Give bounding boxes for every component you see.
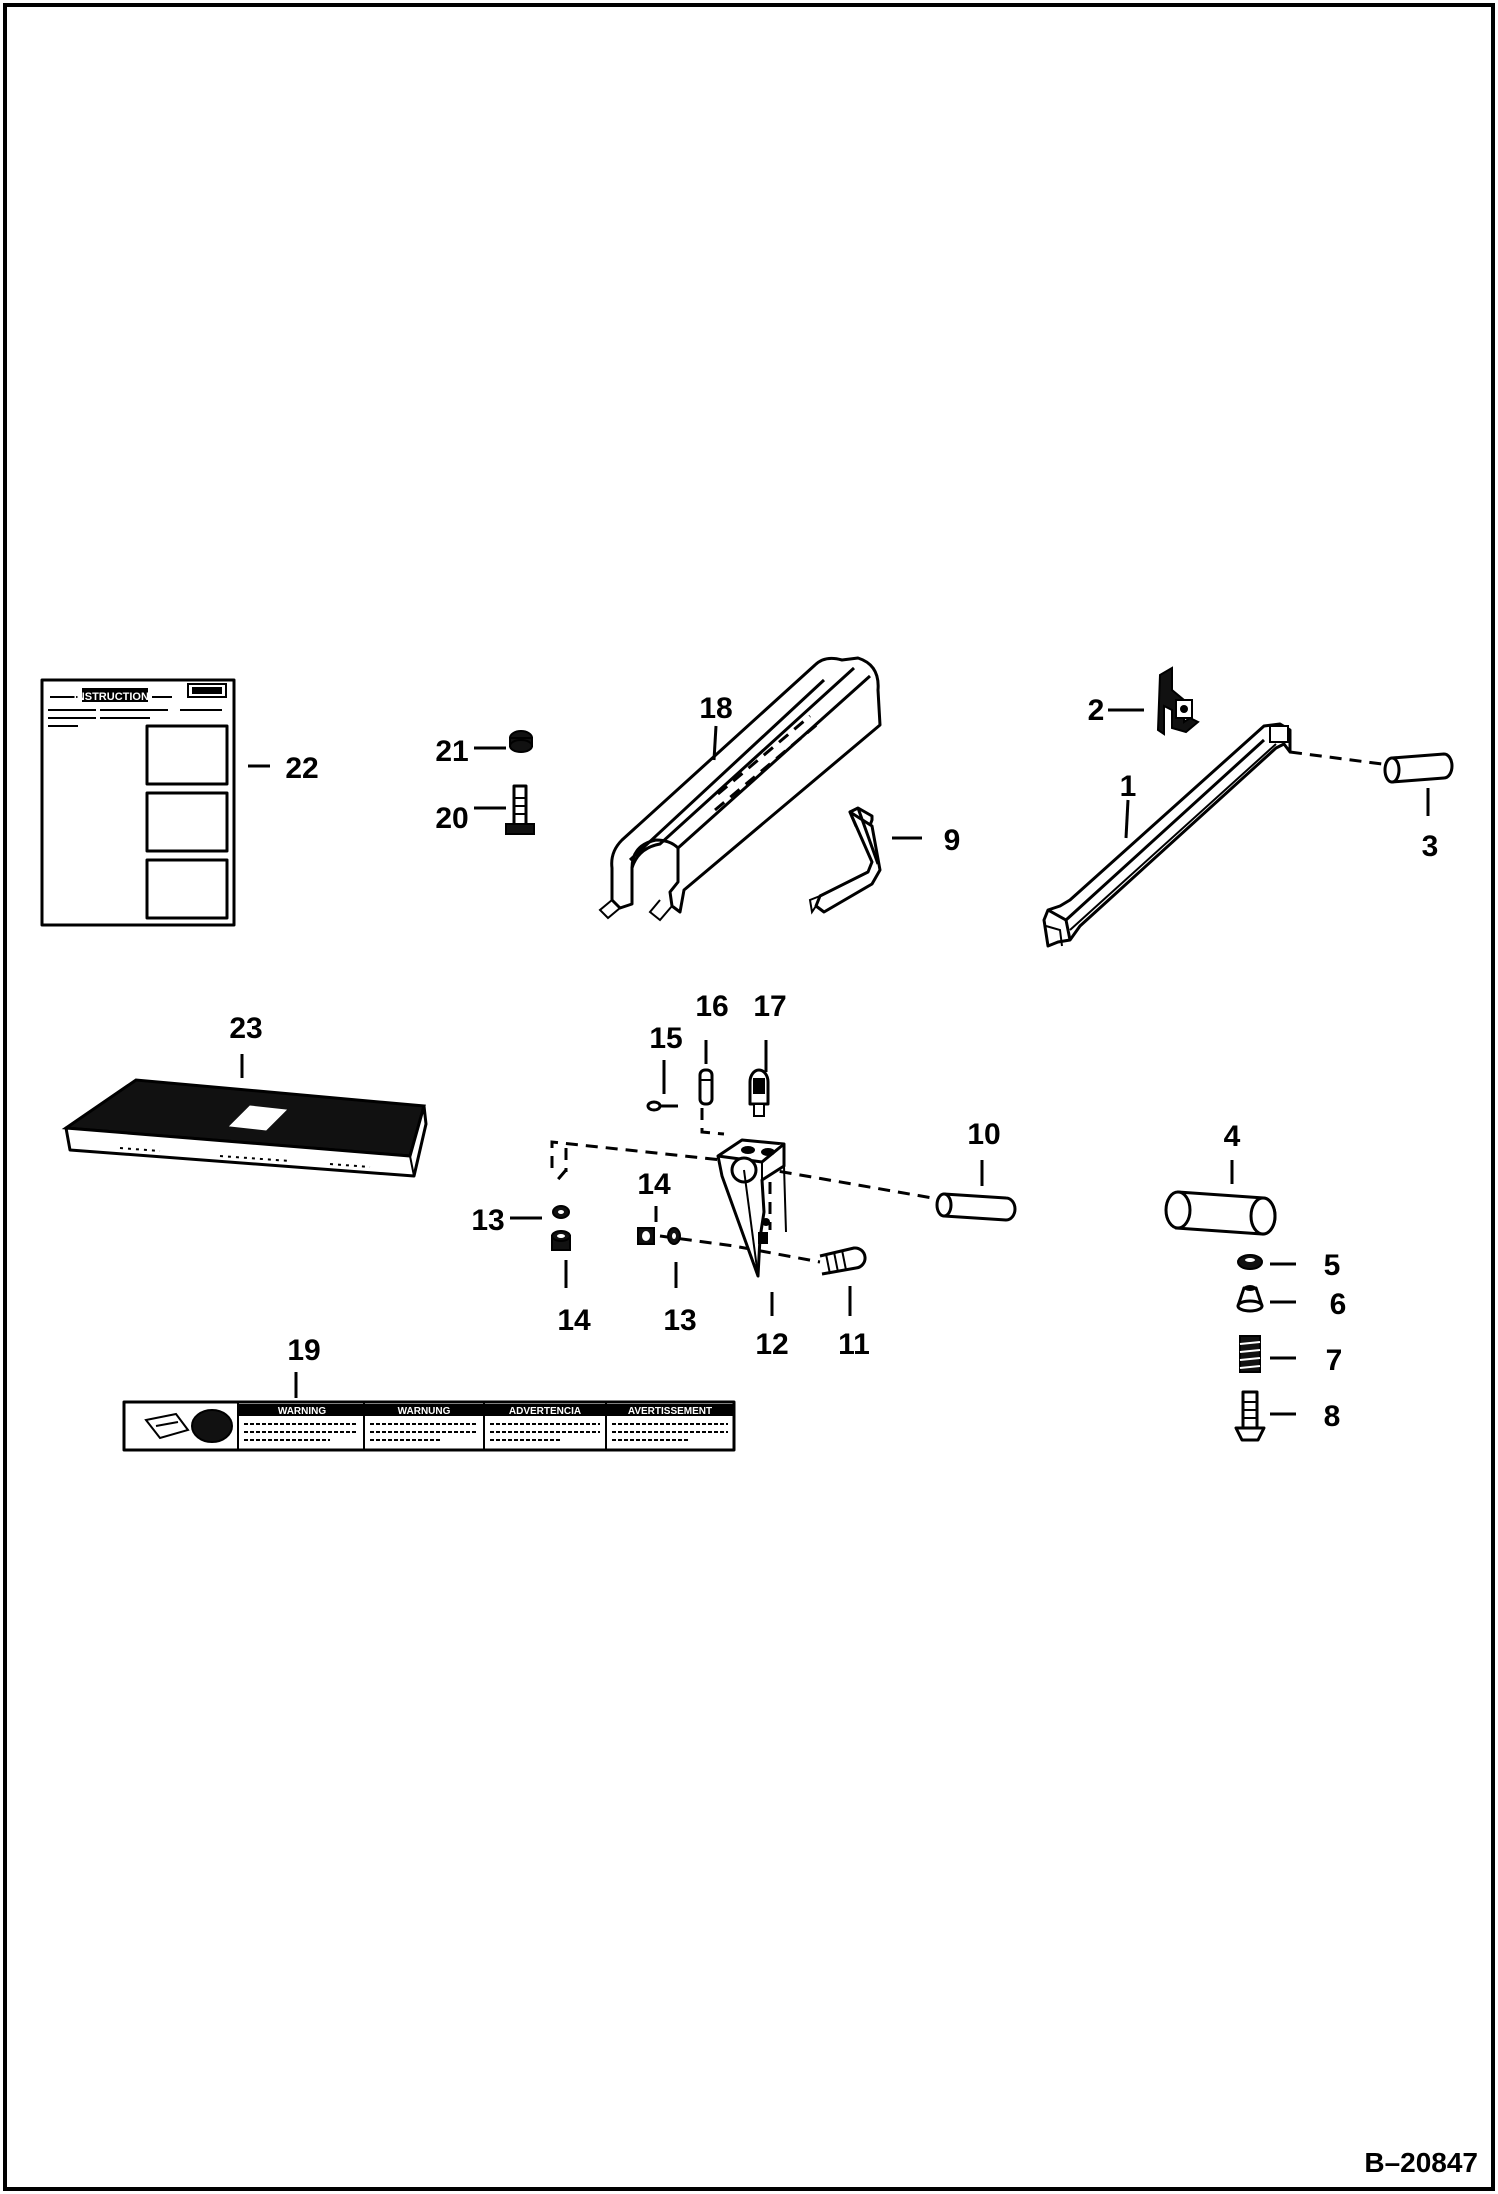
part-13-lock-washer-right <box>667 1227 681 1245</box>
part-11-u-pin <box>819 1246 867 1276</box>
part-21-washer <box>509 730 533 753</box>
part-20-bolt <box>505 784 535 835</box>
callout-17: 17 <box>753 990 786 1023</box>
callout-18: 18 <box>699 692 732 725</box>
leader-lines <box>240 708 1430 1416</box>
part-6-bushing <box>1236 1285 1264 1313</box>
callout-23: 23 <box>229 1012 262 1045</box>
part-13-lock-washer-left <box>552 1205 570 1219</box>
part-17-plunger <box>748 1068 770 1117</box>
decal-panel-2-heading: WARNUNG <box>398 1406 451 1417</box>
callout-7: 7 <box>1326 1344 1343 1377</box>
callout-5: 5 <box>1324 1249 1341 1282</box>
part-19-warning-decal: WARNING WARNUNG ADVERTENCIA AVERTISSEMEN… <box>122 1400 736 1452</box>
callout-12: 12 <box>755 1328 788 1361</box>
callout-21: 21 <box>435 735 468 768</box>
callout-20: 20 <box>435 802 468 835</box>
part-14-nut-left <box>551 1230 571 1251</box>
part-2-hinge-bracket <box>1156 666 1200 736</box>
part-9-bracket <box>808 806 882 915</box>
callout-13-left: 13 <box>471 1204 504 1237</box>
part-5-washer <box>1237 1254 1263 1270</box>
instruction-sheet-heading: INSTRUCTIONS <box>74 691 157 703</box>
decal-panel-1-heading: WARNING <box>278 1406 327 1417</box>
callout-19: 19 <box>287 1334 320 1367</box>
callout-15: 15 <box>649 1022 682 1055</box>
callout-14-left: 14 <box>557 1304 591 1337</box>
part-4-sleeve <box>1164 1190 1277 1236</box>
callout-13-right: 13 <box>663 1304 696 1337</box>
part-16-pin <box>698 1068 714 1106</box>
callout-2: 2 <box>1088 694 1105 727</box>
callout-4: 4 <box>1224 1120 1241 1153</box>
decal-panel-3-heading: ADVERTENCIA <box>509 1406 581 1417</box>
part-14-nut-right <box>637 1227 655 1245</box>
callout-6: 6 <box>1330 1288 1347 1321</box>
part-1-bar <box>1042 722 1292 948</box>
callout-9: 9 <box>944 824 961 857</box>
decal-panel-4-heading: AVERTISSEMENT <box>628 1406 712 1417</box>
callout-3: 3 <box>1422 830 1439 863</box>
callout-10: 10 <box>967 1118 1000 1151</box>
callout-14-right: 14 <box>637 1168 671 1201</box>
callout-11: 11 <box>838 1328 870 1361</box>
callout-labels: 1 2 3 4 5 6 7 8 9 10 11 12 13 13 14 14 1… <box>229 692 1438 1433</box>
callout-8: 8 <box>1324 1400 1341 1433</box>
part-15-cotter-pin <box>646 1100 678 1112</box>
part-23-floor-mat <box>61 1078 428 1178</box>
part-12-latch-block <box>716 1138 787 1278</box>
callout-16: 16 <box>695 990 728 1023</box>
part-18-channel-cover <box>598 656 882 922</box>
page-border <box>3 3 1495 2191</box>
part-1-to-3-guide <box>1289 750 1383 766</box>
callout-22: 22 <box>285 752 318 785</box>
part-3-pin <box>1383 752 1454 784</box>
drawing-reference-code: B–20847 <box>1364 2147 1478 2178</box>
callout-1: 1 <box>1120 770 1137 803</box>
part-8-bolt <box>1234 1390 1266 1442</box>
part-22-instruction-sheet: INSTRUCTIONS <box>40 678 236 927</box>
part-10-pin <box>935 1192 1017 1222</box>
part-7-spring <box>1239 1335 1261 1373</box>
